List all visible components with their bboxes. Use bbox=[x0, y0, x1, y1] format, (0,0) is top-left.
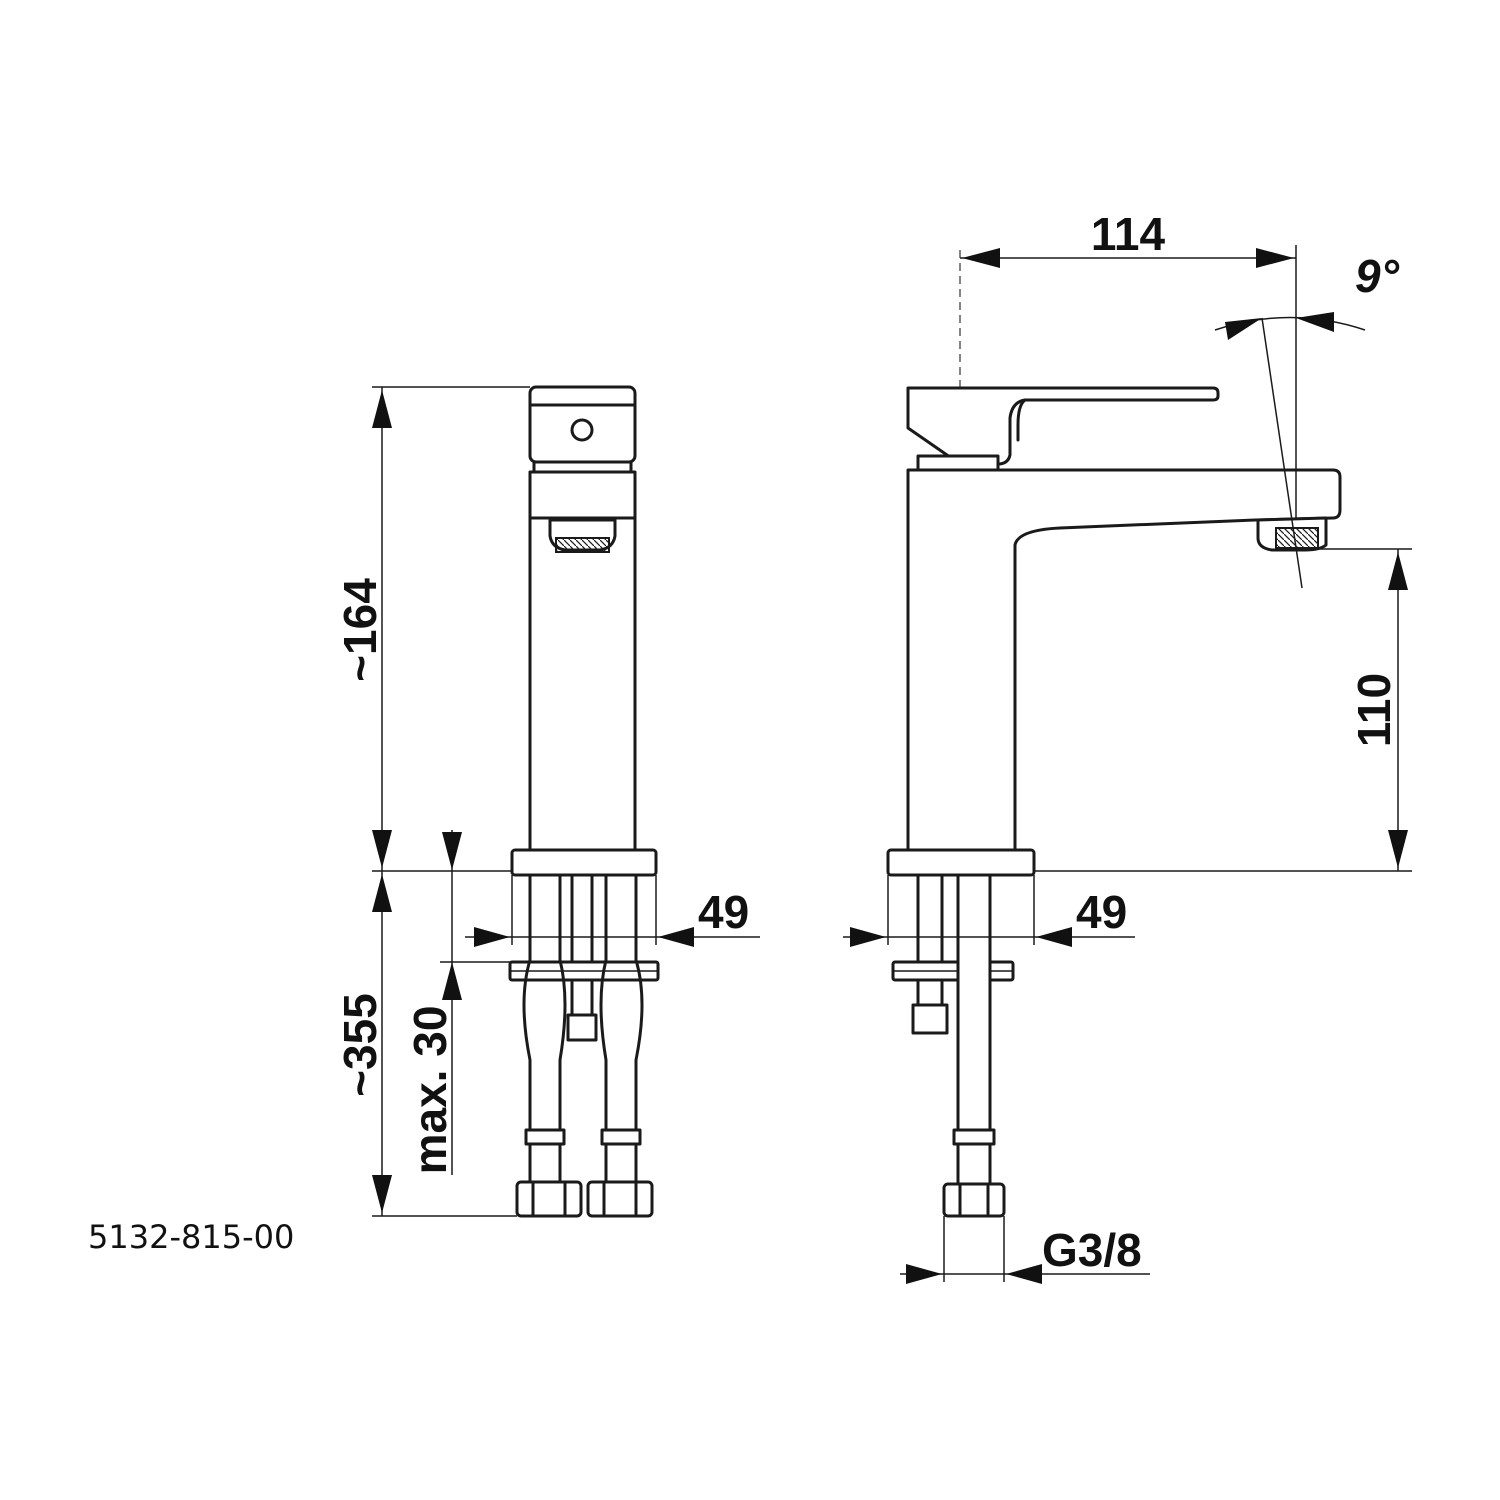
dim-base-width-front: 49 bbox=[698, 886, 749, 938]
dim-spout-height: 110 bbox=[1348, 673, 1400, 747]
front-stud bbox=[570, 873, 594, 1039]
front-nut-right bbox=[586, 1180, 654, 1218]
front-dimensions: ~164 ~355 max. 30 49 bbox=[334, 386, 760, 1217]
side-hose bbox=[956, 873, 992, 1132]
side-lever-handle bbox=[906, 386, 1220, 466]
dim-base-width-side: 49 bbox=[1076, 886, 1127, 938]
dim-connection: G3/8 bbox=[1042, 1224, 1142, 1276]
side-nut bbox=[942, 1182, 1006, 1218]
dim-hose-length: ~355 bbox=[334, 993, 386, 1097]
side-body-spout bbox=[906, 468, 1342, 852]
side-dimensions: 114 9° 110 49 G3/8 bbox=[843, 208, 1412, 1284]
dim-reach: 114 bbox=[1091, 208, 1166, 260]
front-handle-cap bbox=[528, 385, 637, 464]
front-hose-right bbox=[599, 873, 608, 1132]
handle-screw bbox=[570, 418, 594, 442]
dim-total-height: ~164 bbox=[334, 578, 386, 682]
dim-max-deck: max. 30 bbox=[404, 1006, 456, 1175]
side-stud bbox=[916, 873, 944, 1022]
side-base bbox=[886, 848, 1036, 877]
front-base bbox=[510, 848, 658, 877]
front-hose-left bbox=[522, 873, 532, 1132]
part-number: 5132-815-00 bbox=[88, 1218, 294, 1256]
front-view bbox=[508, 385, 660, 1218]
front-nut-left bbox=[515, 1180, 583, 1218]
dim-spout-angle: 9° bbox=[1355, 250, 1400, 302]
side-view bbox=[886, 250, 1342, 1218]
